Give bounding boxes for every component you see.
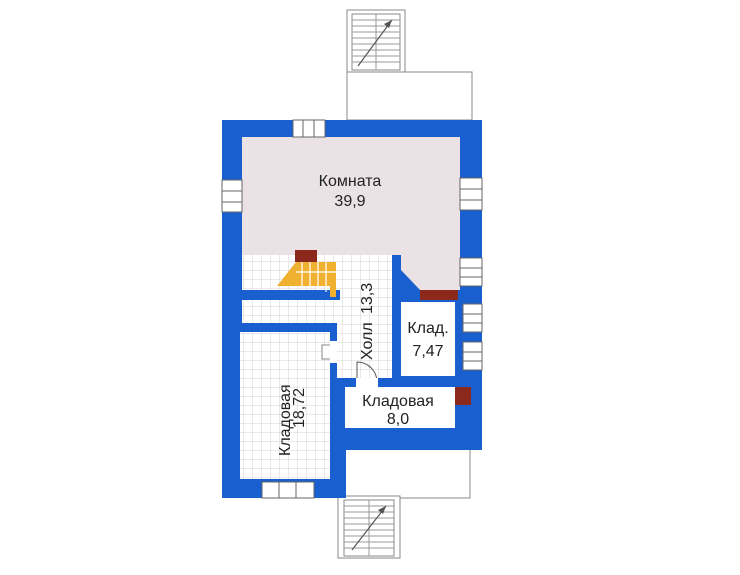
room-komnata-floor-ext [401, 255, 460, 290]
room-klad-name: Клад. [407, 320, 448, 337]
room-kladovaya-mid-area: 8,0 [387, 411, 409, 428]
room-komnata-name: Комната [319, 173, 382, 190]
room-kladovaya-large-name: Кладовая [277, 384, 294, 456]
room-klad-area: 7,47 [412, 343, 443, 360]
pantry-small-floor [400, 302, 456, 376]
room-hall-area: 13,3 [359, 283, 376, 314]
chimney-pantry [455, 387, 471, 405]
pantry-large-floor [240, 331, 330, 479]
room-komnata-floor [242, 137, 460, 255]
windows [221, 119, 483, 499]
door-gap-left [330, 341, 337, 363]
bottom-stair-porch [337, 447, 471, 559]
pantry-mid-floor [345, 387, 455, 429]
room-hall-name: Холл [359, 322, 376, 360]
chimney-room [420, 290, 458, 300]
hall-floor-lower [337, 320, 392, 382]
room-kladovaya-mid-name: Кладовая [362, 393, 434, 410]
room-komnata-area: 39,9 [334, 193, 365, 210]
top-stair-porch [346, 9, 473, 121]
interior-stair [277, 262, 336, 297]
chimney-hall [295, 250, 317, 262]
room-kladovaya-large-area: 18,72 [291, 388, 308, 428]
door-gap [356, 378, 378, 387]
